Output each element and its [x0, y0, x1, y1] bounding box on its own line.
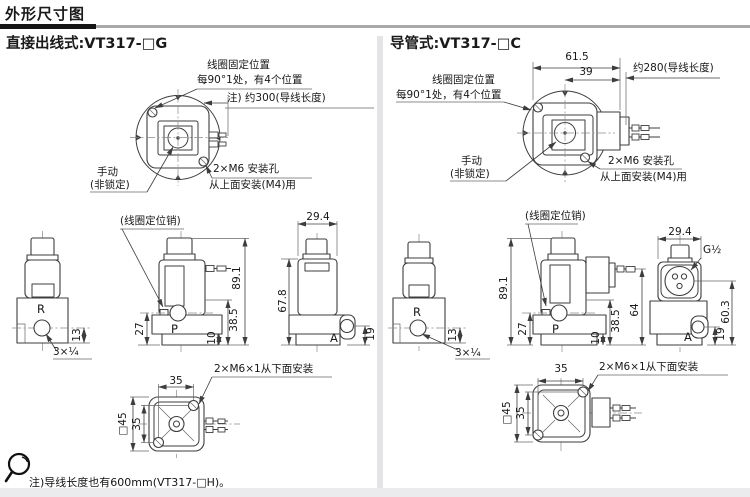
- title-rule-black: [0, 24, 96, 29]
- title-rule-gray: [0, 25, 750, 28]
- dim-38-5-label: 38.5: [227, 308, 240, 332]
- callout-manual-2: (非锁定): [450, 168, 490, 180]
- dim-35y-label: 35: [130, 417, 143, 431]
- dim-64-label: 64: [628, 303, 641, 317]
- page-title: 外形尺寸图: [5, 5, 86, 23]
- bottom-mount-note: 2×M6×1从下面安装: [214, 363, 314, 375]
- dim-13-label: 13: [70, 328, 83, 342]
- left-top-view-drawing: [90, 88, 374, 193]
- port-a-label: A: [330, 331, 338, 345]
- dim-sq45-label: □45: [500, 401, 513, 425]
- coil-pin-note: (线圈定位销): [525, 210, 586, 222]
- bottom-bar: [0, 488, 750, 497]
- dim-89-1-label: 89.1: [230, 266, 243, 290]
- callout-manual-2: (非锁定): [90, 179, 130, 191]
- port-r-label: R: [37, 302, 45, 316]
- dim-10-label: 10: [205, 331, 218, 345]
- thread-g12-label: G½: [703, 244, 722, 256]
- dim-13-label: 13: [446, 328, 459, 342]
- right-side-view-a-drawing: [649, 235, 736, 352]
- section-heading-right: 导管式:VT317-□C: [390, 36, 522, 52]
- right-section-line-art: [388, 58, 736, 452]
- section-conduit-type: 导管式:VT317-□C: [384, 0, 750, 497]
- port-r-label: R: [413, 305, 421, 319]
- dim-60-3-label: 60.3: [719, 300, 732, 324]
- callout-mount-2: 从上面安装(M4)用: [600, 171, 687, 183]
- thread-label: 3×¼: [53, 346, 79, 358]
- port-p-label: P: [552, 322, 559, 336]
- dim-19-label: 19: [714, 327, 727, 341]
- left-bottom-view-drawing: [130, 376, 332, 458]
- magnifier-icon: [4, 452, 31, 483]
- section-grommet-type: 直接出线式:VT317-□G: [6, 36, 377, 458]
- footnote: 注)导线长度也有600mm(VT317-□H)。: [29, 476, 231, 489]
- dim-67-8-label: 67.8: [276, 289, 289, 313]
- callout-coil-fix-2: 每90°1处，有4个位置: [396, 89, 502, 101]
- thread-label: 3×¼: [455, 347, 481, 359]
- dim-39-label: 39: [579, 66, 593, 78]
- dim-61-5-label: 61.5: [565, 51, 589, 63]
- callout-manual-1: 手动: [97, 166, 118, 178]
- callout-coil-fix-2: 每90°1处，有4个位置: [197, 74, 303, 86]
- right-top-view-drawing: [396, 58, 720, 182]
- callout-coil-fix-1: 线圈固定位置: [207, 59, 270, 71]
- port-p-label: P: [171, 322, 178, 336]
- bottom-mount-note: 2×M6×1从下面安装: [599, 361, 699, 373]
- lead-length-note: 注) 约300(导线长度): [227, 92, 326, 104]
- callout-coil-fix-1: 线圈固定位置: [432, 74, 495, 86]
- dim-35x-label: 35: [169, 375, 183, 387]
- left-side-view-r-drawing: [12, 231, 92, 360]
- dim-27-label: 27: [133, 322, 146, 336]
- dim-89-1-label: 89.1: [497, 276, 510, 300]
- dim-19-label: 19: [364, 327, 377, 341]
- callout-mount-2: 从上面安装(M4)用: [209, 179, 296, 191]
- callout-mount-1: 2×M6 安装孔: [213, 163, 280, 175]
- port-a-label: A: [684, 330, 692, 344]
- callout-mount-1: 2×M6 安装孔: [608, 155, 675, 167]
- right-side-view-r-drawing: [388, 234, 490, 360]
- section-divider: [377, 36, 383, 488]
- dim-35y-label: 35: [514, 406, 527, 420]
- dim-10-label: 10: [589, 331, 602, 345]
- lead-length-note: 约280(导线长度): [633, 62, 714, 74]
- right-bottom-view-drawing: [514, 374, 728, 452]
- section-heading-left: 直接出线式:VT317-□G: [6, 36, 168, 52]
- coil-pin-note: (线圈定位销): [120, 215, 181, 227]
- left-front-view-p-drawing: [120, 228, 249, 352]
- dim-sq45-label: □45: [116, 412, 129, 436]
- dim-38-5-label: 38.5: [609, 309, 622, 333]
- dim-35x-label: 35: [554, 363, 568, 375]
- dim-29-4-label: 29.4: [668, 226, 692, 238]
- dim-27-label: 27: [516, 322, 529, 336]
- dim-29-4-label: 29.4: [306, 211, 330, 223]
- callout-manual-1: 手动: [461, 155, 482, 167]
- right-front-view-p-drawing: [507, 223, 646, 352]
- left-side-view-a-drawing: [281, 221, 370, 352]
- left-section-line-art: [12, 88, 374, 458]
